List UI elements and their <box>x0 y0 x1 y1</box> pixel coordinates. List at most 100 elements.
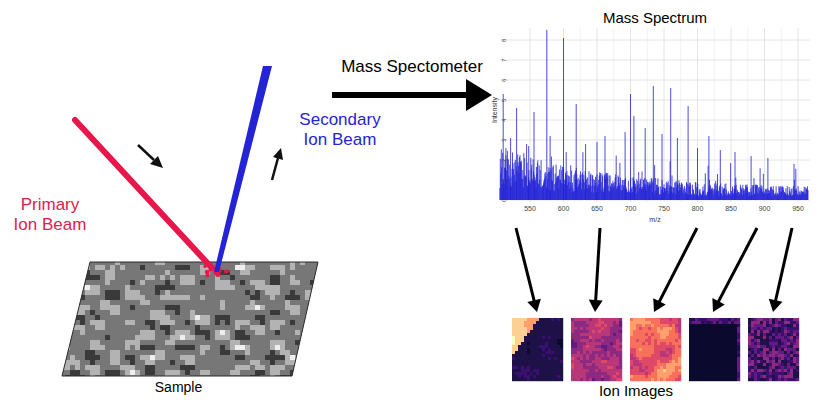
ion-image-pixel <box>515 342 518 345</box>
ion-image-pixel <box>518 354 521 357</box>
sample-pixel <box>75 270 80 275</box>
sample-pixel <box>315 360 320 365</box>
sample-pixel <box>270 300 275 305</box>
ion-image-pixel <box>521 324 524 327</box>
sample-pixel <box>120 280 125 285</box>
sample-pixel <box>105 305 110 310</box>
sample-pixel <box>135 315 140 320</box>
sample-pixel <box>195 270 200 275</box>
sample-pixel <box>195 330 200 335</box>
sample-pixel <box>65 305 70 310</box>
sample-pixel <box>140 350 145 355</box>
ion-image-pixel <box>604 324 607 327</box>
sample-pixel <box>145 280 150 285</box>
sample-pixel <box>220 295 225 300</box>
sample-pixel <box>310 300 315 305</box>
sample-pixel <box>275 360 280 365</box>
ion-image-pixel <box>548 348 551 351</box>
ion-image-pixel <box>580 369 583 372</box>
sample-pixel <box>175 295 180 300</box>
sample-pixel <box>90 275 95 280</box>
ion-image-pixel <box>560 378 563 381</box>
ion-image-pixel <box>616 351 619 354</box>
ion-image-pixel <box>512 318 515 321</box>
ion-image-pixel <box>589 333 592 336</box>
ion-image-pixel <box>589 336 592 339</box>
ion-image-pixel <box>539 318 542 321</box>
sample-pixel <box>65 260 70 265</box>
sample-pixel <box>270 370 275 375</box>
ion-image-pixel <box>571 372 574 375</box>
sample-pixel <box>100 285 105 290</box>
sample-pixel <box>115 300 120 305</box>
grid-line <box>747 28 748 202</box>
ion-image-pixel <box>512 363 515 366</box>
sample-pixel <box>185 300 190 305</box>
ion-image-pixel <box>607 324 610 327</box>
sample-pixel <box>270 355 275 360</box>
sample-pixel <box>130 355 135 360</box>
ion-image-pixel <box>595 363 598 366</box>
ion-image-pixel <box>607 375 610 378</box>
ion-image-pixel <box>571 333 574 336</box>
ion-image-pixel <box>592 372 595 375</box>
ion-image-pixel <box>542 348 545 351</box>
sample-pixel <box>255 365 260 370</box>
ion-image-pixel <box>545 345 548 348</box>
ion-image-pixel <box>589 351 592 354</box>
sample-pixel <box>90 265 95 270</box>
sample-pixel <box>265 365 270 370</box>
ion-image-pixel <box>610 366 613 369</box>
sample-pixel <box>155 325 160 330</box>
sample-pixel <box>275 370 280 375</box>
ion-image-pixel <box>571 360 574 363</box>
ion-image-pixel <box>512 327 515 330</box>
ion-image-pixel <box>574 324 577 327</box>
ion-image-pixel <box>592 360 595 363</box>
sample-pixel <box>120 295 125 300</box>
ion-image-pixel <box>542 333 545 336</box>
sample-pixel <box>120 335 125 340</box>
ion-image-pixel <box>548 372 551 375</box>
sample-pixel <box>110 340 115 345</box>
sample-pixel <box>100 305 105 310</box>
sample-pixel <box>275 270 280 275</box>
ion-image-pixel <box>515 333 518 336</box>
sample-pixel <box>315 295 320 300</box>
ion-image-pixel <box>518 345 521 348</box>
ion-image-pixel <box>592 348 595 351</box>
sample-pixel <box>140 260 145 265</box>
sample-pixel <box>155 295 160 300</box>
sample-pixel <box>75 360 80 365</box>
ion-image-pixel <box>607 354 610 357</box>
sample-pixel <box>290 290 295 295</box>
sample-pixel <box>145 290 150 295</box>
ion-image-pixel <box>574 333 577 336</box>
sample-texture <box>60 260 320 380</box>
ion-image-pixel <box>592 318 595 321</box>
ion-image-pixel <box>515 348 518 351</box>
sample-pixel <box>300 355 305 360</box>
ion-image-pixel <box>515 321 518 324</box>
sample-pixel <box>200 365 205 370</box>
sample-pixel <box>80 370 85 375</box>
sample-pixel <box>310 345 315 350</box>
sample-pixel <box>175 290 180 295</box>
sample-pixel <box>295 275 300 280</box>
sample-pixel <box>215 280 220 285</box>
sample-pixel <box>225 360 230 365</box>
sample-pixel <box>140 295 145 300</box>
ion-image-pixel <box>545 366 548 369</box>
sample-pixel <box>160 305 165 310</box>
ion-image-pixel <box>577 354 580 357</box>
ion-image-pixel <box>592 375 595 378</box>
ion-image-pixel <box>548 363 551 366</box>
sample-pixel <box>315 370 320 375</box>
sample-pixel <box>215 320 220 325</box>
ion-image-pixel <box>551 324 554 327</box>
sample-pixel <box>255 285 260 290</box>
ion-image-pixel <box>580 327 583 330</box>
sample-pixel <box>135 260 140 265</box>
sample-pixel <box>230 270 235 275</box>
ion-image-pixel <box>601 345 604 348</box>
